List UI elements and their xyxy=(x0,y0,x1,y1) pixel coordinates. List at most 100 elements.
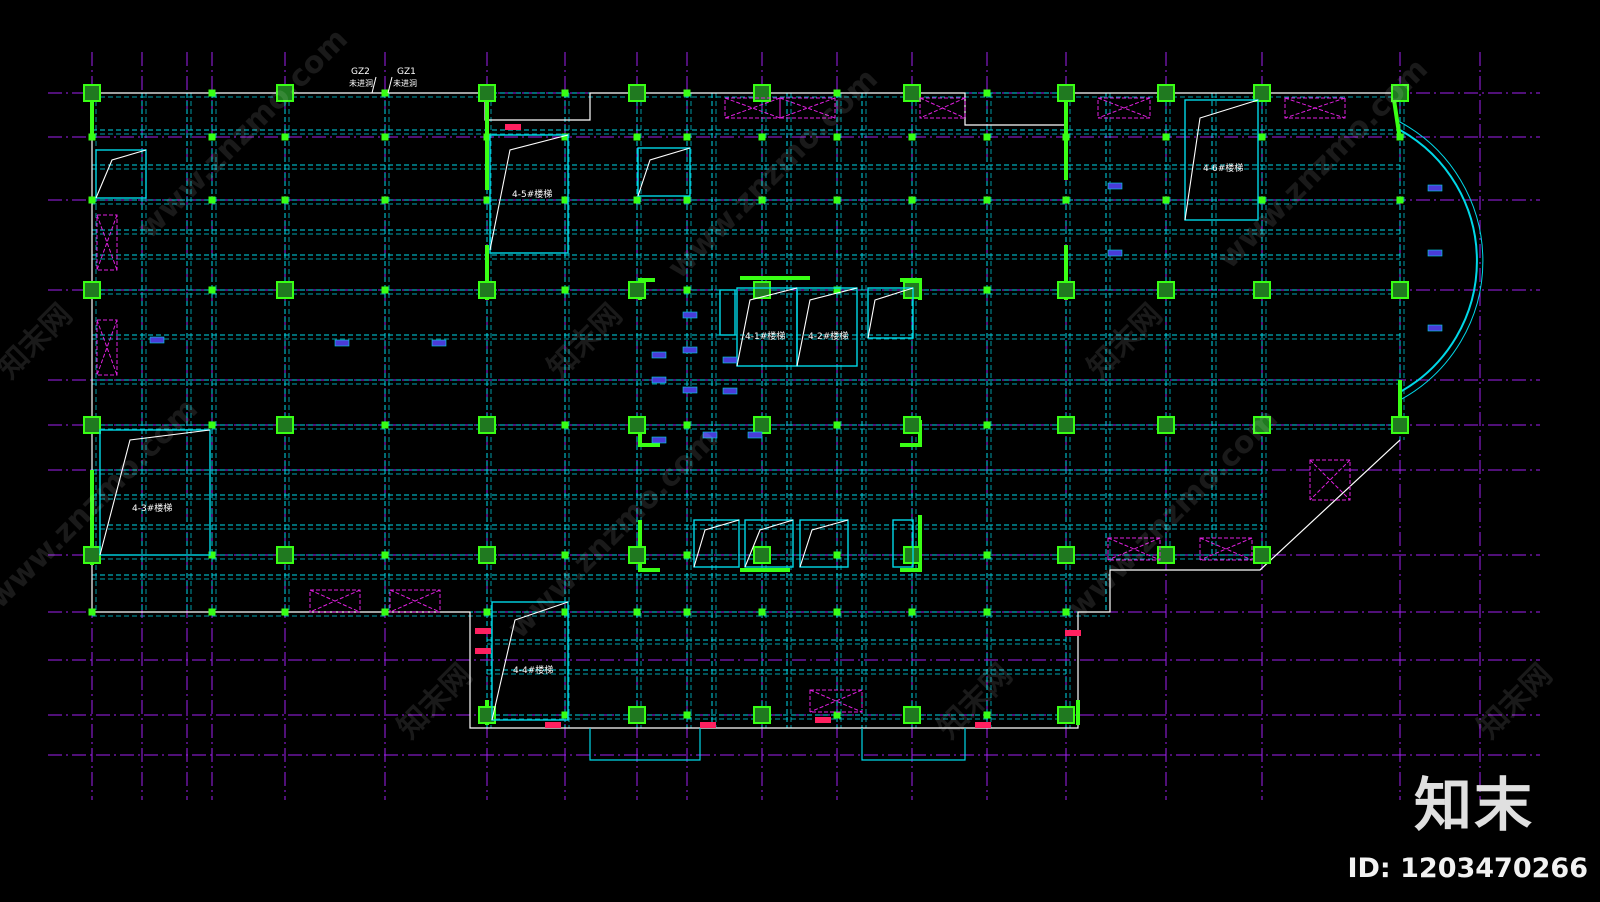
structural-column xyxy=(208,133,216,141)
structural-column xyxy=(276,416,294,434)
structural-column xyxy=(1253,546,1271,564)
room-tag xyxy=(682,386,698,394)
structural-column xyxy=(903,546,921,564)
structural-column xyxy=(1157,416,1175,434)
svg-text:知末网: 知末网 xyxy=(1471,657,1559,745)
section-tag xyxy=(505,124,521,130)
room-tag xyxy=(722,356,738,364)
column-markers xyxy=(83,84,1409,724)
shaft-opening-cross xyxy=(1199,537,1253,561)
structural-column xyxy=(1057,546,1075,564)
structural-column xyxy=(1391,84,1409,102)
structural-column xyxy=(1396,196,1404,204)
structural-column xyxy=(281,196,289,204)
shaft-opening xyxy=(96,319,118,376)
structural-column xyxy=(1157,281,1175,299)
structural-column xyxy=(1391,281,1409,299)
shaft-opening xyxy=(724,97,781,119)
structural-column xyxy=(833,608,841,616)
structural-column xyxy=(83,281,101,299)
section-tag xyxy=(475,648,491,654)
structural-column xyxy=(561,608,569,616)
shaft-opening-cross xyxy=(309,589,361,613)
section-tags xyxy=(149,124,1443,728)
structural-column xyxy=(281,608,289,616)
room-tag xyxy=(651,351,667,359)
structural-column xyxy=(908,608,916,616)
stair-label-4-5: 4-5#楼梯 xyxy=(512,188,552,200)
section-tag xyxy=(545,722,561,728)
structural-column xyxy=(753,416,771,434)
structural-column xyxy=(833,551,841,559)
structural-column xyxy=(561,421,569,429)
structural-column xyxy=(381,89,389,97)
structural-column xyxy=(683,551,691,559)
structural-column xyxy=(1062,133,1070,141)
room-tag xyxy=(1107,249,1123,257)
structural-column xyxy=(983,551,991,559)
structural-column xyxy=(683,421,691,429)
shaft-opening-cross xyxy=(1309,459,1351,501)
image-id-text: ID: 1203470266 xyxy=(1347,853,1588,884)
structural-column xyxy=(1258,196,1266,204)
structural-column xyxy=(983,89,991,97)
structural-column xyxy=(833,133,841,141)
structural-column xyxy=(381,286,389,294)
shaft-opening-cross xyxy=(809,689,863,713)
structural-column xyxy=(1062,196,1070,204)
structural-column xyxy=(903,281,921,299)
room-tag xyxy=(149,336,165,344)
structural-column xyxy=(1057,706,1075,724)
structural-column xyxy=(683,286,691,294)
brand-logo-text: 知末 xyxy=(1413,771,1534,839)
stair-wells xyxy=(95,99,1259,721)
structural-column xyxy=(208,608,216,616)
section-tag xyxy=(475,628,491,634)
svg-text:www.znzmo.com: www.znzmo.com xyxy=(661,62,885,286)
structural-column xyxy=(758,133,766,141)
room-tag xyxy=(722,387,738,395)
room-tag xyxy=(431,339,447,347)
structural-column xyxy=(381,421,389,429)
structural-column xyxy=(208,421,216,429)
shaft-opening xyxy=(309,589,361,613)
structural-column xyxy=(683,196,691,204)
structural-column xyxy=(753,84,771,102)
room-tag xyxy=(334,339,350,347)
structural-column xyxy=(478,706,496,724)
structural-column xyxy=(1157,84,1175,102)
structural-column xyxy=(903,706,921,724)
structural-column xyxy=(1162,133,1170,141)
structural-column xyxy=(633,196,641,204)
stair-label-4-1: 4-1#楼梯 xyxy=(745,330,785,342)
shaft-opening-cross xyxy=(389,589,441,613)
structural-column xyxy=(908,133,916,141)
shaft-opening-cross xyxy=(1199,537,1253,561)
room-tag xyxy=(747,431,763,439)
section-tag xyxy=(700,722,716,728)
structural-column xyxy=(478,84,496,102)
shaft-opening-cross xyxy=(779,97,836,119)
shaft-opening xyxy=(96,214,118,271)
shaft-opening-cross xyxy=(1107,537,1161,561)
shaft-opening xyxy=(1097,97,1151,119)
shaft-opening xyxy=(1284,97,1346,119)
shaft-opening-cross xyxy=(1284,97,1346,119)
structural-column xyxy=(276,546,294,564)
shaft-opening-cross xyxy=(1107,537,1161,561)
structural-column xyxy=(88,133,96,141)
structural-column xyxy=(1253,84,1271,102)
svg-text:知末网: 知末网 xyxy=(931,657,1019,745)
shaft-opening-cross xyxy=(779,97,836,119)
svg-text:www.znzmo.com: www.znzmo.com xyxy=(1061,402,1285,626)
structural-column xyxy=(983,133,991,141)
structural-column xyxy=(1157,546,1175,564)
room-tag xyxy=(1107,182,1123,190)
structural-column xyxy=(833,89,841,97)
structural-column xyxy=(483,608,491,616)
shaft-opening-cross xyxy=(96,319,118,376)
structural-column xyxy=(276,84,294,102)
structural-column xyxy=(276,281,294,299)
structural-column xyxy=(561,551,569,559)
